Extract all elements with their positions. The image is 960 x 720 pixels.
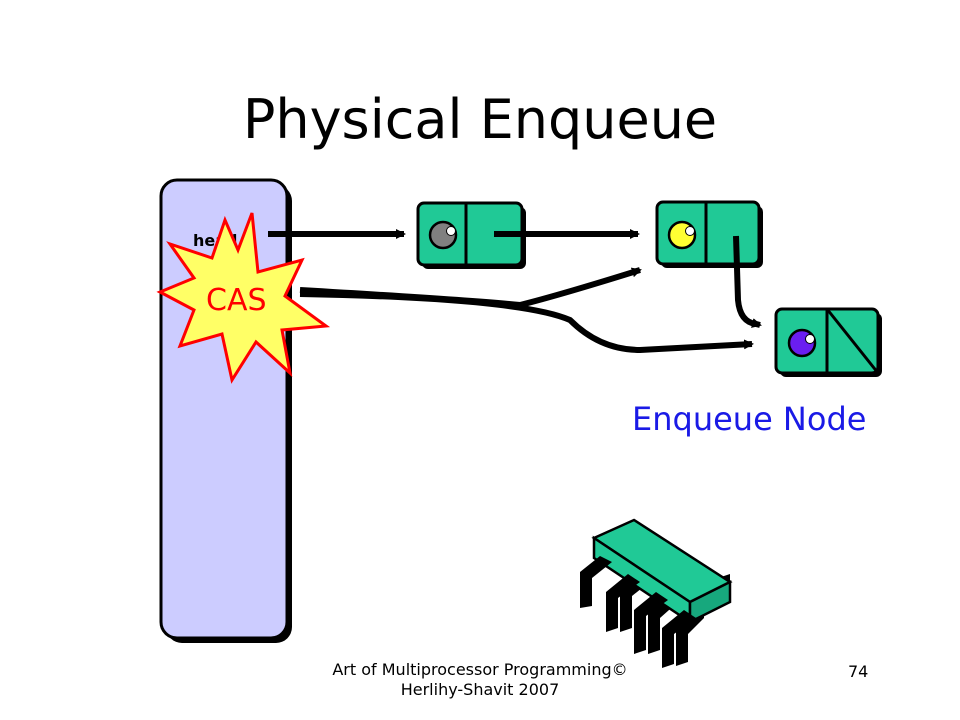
cas-starburst-icon xyxy=(156,212,331,384)
queue-node-sentinel xyxy=(416,201,526,269)
enqueue-node-label: Enqueue Node xyxy=(632,400,866,438)
slide-title: Physical Enqueue xyxy=(242,88,718,151)
processor-chip-icon xyxy=(580,518,733,668)
cas-label: CAS xyxy=(206,283,267,318)
tail-cas-arrow xyxy=(299,291,754,354)
next-arrow-2 xyxy=(733,235,762,328)
queue-node-yellow xyxy=(655,200,763,268)
slide-footer: Art of Multiprocessor Programming© Herli… xyxy=(332,660,628,699)
enqueue-node xyxy=(774,307,882,377)
page-number: 74 xyxy=(848,662,869,681)
